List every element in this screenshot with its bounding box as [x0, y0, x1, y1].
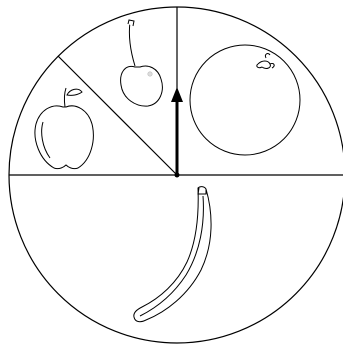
orange-icon [190, 45, 300, 155]
